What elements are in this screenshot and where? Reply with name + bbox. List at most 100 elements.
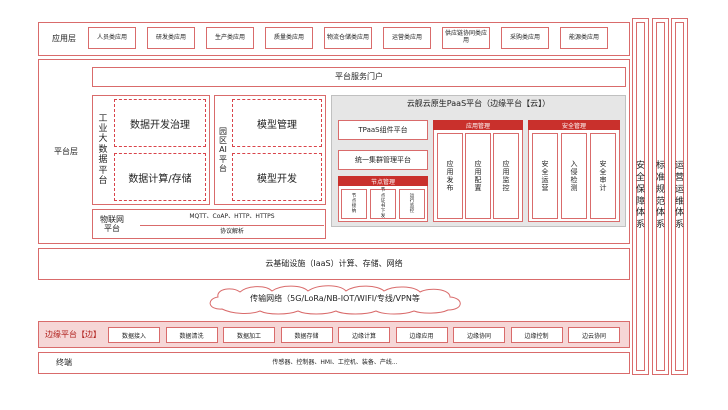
edge-item[interactable]: 数据接入 — [108, 327, 160, 343]
app-item[interactable]: 物流仓储类应用 — [324, 27, 372, 49]
side-column-inner: 运营运维体系 — [675, 22, 684, 371]
parkai-title-char: 园 — [219, 127, 227, 137]
security-item-char: 安 — [599, 159, 607, 168]
platform-portal[interactable]: 平台服务门户 — [92, 67, 626, 87]
app-item[interactable]: 人员类应用 — [88, 27, 136, 49]
app-management-item[interactable]: 应用发布 — [437, 133, 463, 219]
bigdata-title-char: 数 — [98, 144, 108, 155]
app-management-item-char: 用 — [474, 167, 482, 176]
model-management[interactable]: 模型管理 — [232, 99, 322, 147]
security-item-char: 检 — [570, 176, 578, 184]
security-item-char: 营 — [541, 184, 549, 193]
edge-item[interactable]: 数据清洗 — [165, 327, 218, 343]
parkai-title-char: 台 — [219, 163, 227, 173]
app-management-item-char: 用 — [502, 167, 510, 176]
security-item-char: 入 — [570, 159, 578, 168]
app-management-item[interactable]: 应用监控 — [493, 133, 519, 219]
terminal-devices: 传感器、控制器、HMI、工控机、装备、产线... — [272, 358, 398, 366]
data-dev-governance[interactable]: 数据开发治理 — [114, 99, 206, 147]
side-column-char: 维 — [675, 196, 685, 207]
security-item[interactable]: 安全运营 — [532, 133, 558, 219]
app-management-item-char: 布 — [446, 184, 454, 193]
bigdata-title-char: 大 — [98, 134, 108, 145]
app-item[interactable]: 研发类应用 — [147, 27, 195, 49]
security-item-char: 测 — [570, 184, 578, 193]
app-management-header: 应用管理 — [433, 120, 523, 130]
terminal-layer — [38, 352, 630, 374]
node-item[interactable]: 运行监控 — [399, 189, 425, 219]
edge-item[interactable]: 数据存储 — [280, 327, 333, 343]
edge-platform-label: 边缘平台【边】 — [45, 329, 101, 339]
side-column-char: 标 — [656, 161, 666, 172]
iot-title-line2: 平台 — [104, 224, 120, 233]
security-item[interactable]: 安全审计 — [590, 133, 616, 219]
side-column-char: 准 — [656, 173, 666, 184]
model-development[interactable]: 模型开发 — [232, 153, 322, 201]
edge-item[interactable]: 边缘协同 — [453, 327, 505, 343]
node-item-char: 点 — [351, 198, 357, 204]
node-item-char: 控 — [409, 209, 415, 215]
node-item[interactable]: 节点接纳 — [341, 189, 367, 219]
app-item[interactable]: 供应链协同类应用 — [442, 27, 490, 49]
side-column-char: 运 — [675, 184, 685, 195]
security-item-char: 侵 — [570, 167, 578, 176]
side-column-char: 安 — [636, 161, 646, 172]
side-column-char: 体 — [636, 208, 646, 219]
iot-protocols: MQTT、CoAP、HTTP、HTTPS — [189, 212, 275, 220]
side-column-char: 规 — [656, 184, 666, 195]
side-column: 安全保障体系 — [632, 18, 649, 375]
node-item-char: 运 — [409, 193, 415, 199]
node-item-char: 点 — [380, 193, 386, 199]
edge-item[interactable]: 数据加工 — [223, 327, 275, 343]
app-management-item-char: 置 — [474, 184, 482, 193]
cluster-management-platform[interactable]: 统一集群管理平台 — [338, 150, 428, 170]
bigdata-title-char: 据 — [98, 155, 108, 166]
app-item[interactable]: 运营类应用 — [383, 27, 431, 49]
paas-title: 云舰云原生PaaS平台（边缘平台【云】） — [406, 99, 551, 109]
node-management-header: 节点管理 — [338, 176, 428, 186]
side-column-char: 保 — [636, 184, 646, 195]
side-column-char: 障 — [636, 196, 646, 207]
bigdata-title-char: 台 — [98, 175, 108, 186]
app-management-item-char: 应 — [502, 159, 510, 168]
iot-title-line1: 物联网 — [100, 214, 124, 224]
app-management-item-char: 发 — [446, 176, 454, 184]
iot-divider — [140, 225, 324, 226]
edge-item[interactable]: 边云协同 — [568, 327, 620, 343]
data-compute-storage[interactable]: 数据计算/存储 — [114, 153, 206, 201]
side-column-char: 体 — [675, 208, 685, 219]
side-column-char: 体 — [656, 208, 666, 219]
app-item[interactable]: 生产类应用 — [206, 27, 254, 49]
parkai-title-char: AI — [219, 145, 227, 155]
tpaas-component-platform[interactable]: TPaaS组件平台 — [338, 120, 428, 140]
app-management-item[interactable]: 应用配置 — [465, 133, 491, 219]
edge-item[interactable]: 边缘控制 — [510, 327, 563, 343]
side-column-char: 系 — [636, 219, 646, 230]
side-column-char: 运 — [675, 161, 685, 172]
iot-platform-title: 物联网 平台 — [94, 210, 130, 238]
app-item[interactable]: 能源类应用 — [560, 27, 608, 49]
node-item-char: 节 — [351, 193, 357, 199]
bigdata-platform-title: 工业大数据平台 — [95, 98, 111, 202]
node-item-char: 书 — [380, 204, 386, 209]
node-item-char: 纳 — [351, 209, 357, 215]
bigdata-title-char: 工 — [98, 113, 108, 124]
iot-protocol-parse: 协议解析 — [219, 227, 244, 235]
side-column-char: 系 — [675, 219, 685, 230]
node-item-char: 行 — [409, 198, 415, 204]
network-label: 传输网络（5G/LoRa/NB-IOT/WIFI/专线/VPN等 — [250, 294, 420, 304]
edge-item[interactable]: 边缘应用 — [395, 327, 448, 343]
security-item[interactable]: 入侵检测 — [561, 133, 587, 219]
node-item-char: 节 — [380, 188, 386, 194]
app-item[interactable]: 质量类应用 — [265, 27, 313, 49]
side-column: 运营运维体系 — [671, 18, 688, 375]
node-item-char: 证 — [380, 198, 386, 204]
side-column-char: 范 — [656, 196, 666, 207]
app-item[interactable]: 采购类应用 — [501, 27, 549, 49]
node-item[interactable]: 节点证书下发 — [370, 188, 396, 220]
edge-item[interactable]: 边缘计算 — [338, 327, 390, 343]
bigdata-title-char: 平 — [98, 165, 108, 176]
security-item-char: 全 — [541, 167, 549, 176]
node-item-char: 发 — [380, 214, 386, 220]
